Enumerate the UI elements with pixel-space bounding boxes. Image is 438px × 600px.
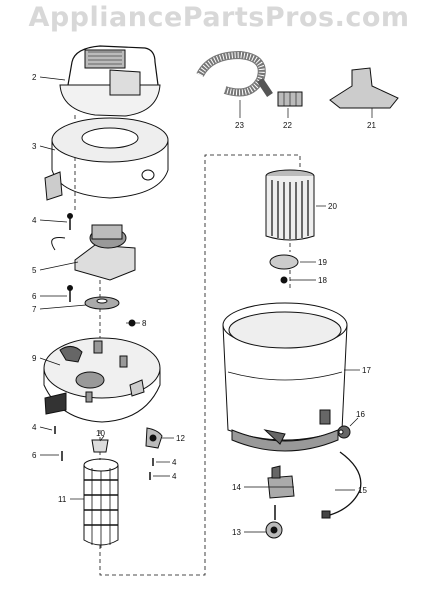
callout-17: 17 [362,366,371,375]
part-12-latch [145,427,163,449]
callout-18: 18 [318,276,327,285]
watermark-text: AppliancePartsPros.com [28,2,410,33]
callout-6: 6 [32,292,37,301]
callout-12: 12 [176,434,185,443]
callout-14: 14 [232,483,241,492]
part-18-nut [280,276,288,284]
callout-6-lower: 6 [32,451,37,460]
part-15-cord [321,451,362,519]
callout-15: 15 [358,486,367,495]
part-10-float [91,439,109,453]
callout-labels: 2 3 4 5 6 7 8 9 4 10 12 6 4 4 11 23 22 2… [32,73,376,537]
part-19-retainer [269,254,299,270]
callout-5: 5 [32,266,37,275]
part-23-hose [196,50,273,97]
callout-4-right-b: 4 [172,472,177,481]
part-20-filter [265,169,315,241]
callout-11: 11 [58,495,67,504]
callout-19: 19 [318,258,327,267]
part-14-socket [267,465,295,499]
part-5-motor [51,224,136,281]
callout-21: 21 [367,121,376,130]
part-13-caster [265,505,283,539]
callout-4-lower: 4 [32,423,37,432]
callout-23: 23 [235,121,244,130]
part-7-fan [84,296,120,310]
part-6-screw [67,285,73,302]
part-11-filter-cage [83,458,119,548]
part-3-motor-housing [44,117,169,201]
callout-3: 3 [32,142,37,151]
part-17-canister [222,302,348,452]
callout-8: 8 [142,319,147,328]
part-21-nozzle [329,67,399,109]
part-9-lid [43,337,161,423]
callout-10: 10 [96,429,105,438]
callout-16: 16 [356,410,365,419]
part-4-screws-lower [54,426,154,480]
callout-4: 4 [32,216,37,225]
part-4-screw [67,213,73,230]
part-2-motor-cover [59,45,161,117]
callout-2: 2 [32,73,37,82]
leader-lines [39,76,373,533]
callout-22: 22 [283,121,292,130]
callout-9: 9 [32,354,37,363]
callout-13: 13 [232,528,241,537]
callout-7: 7 [32,305,37,314]
callout-20: 20 [328,202,337,211]
part-16-drain-cap [337,425,351,439]
callout-4-right-a: 4 [172,458,177,467]
part-22-connector [277,91,303,107]
